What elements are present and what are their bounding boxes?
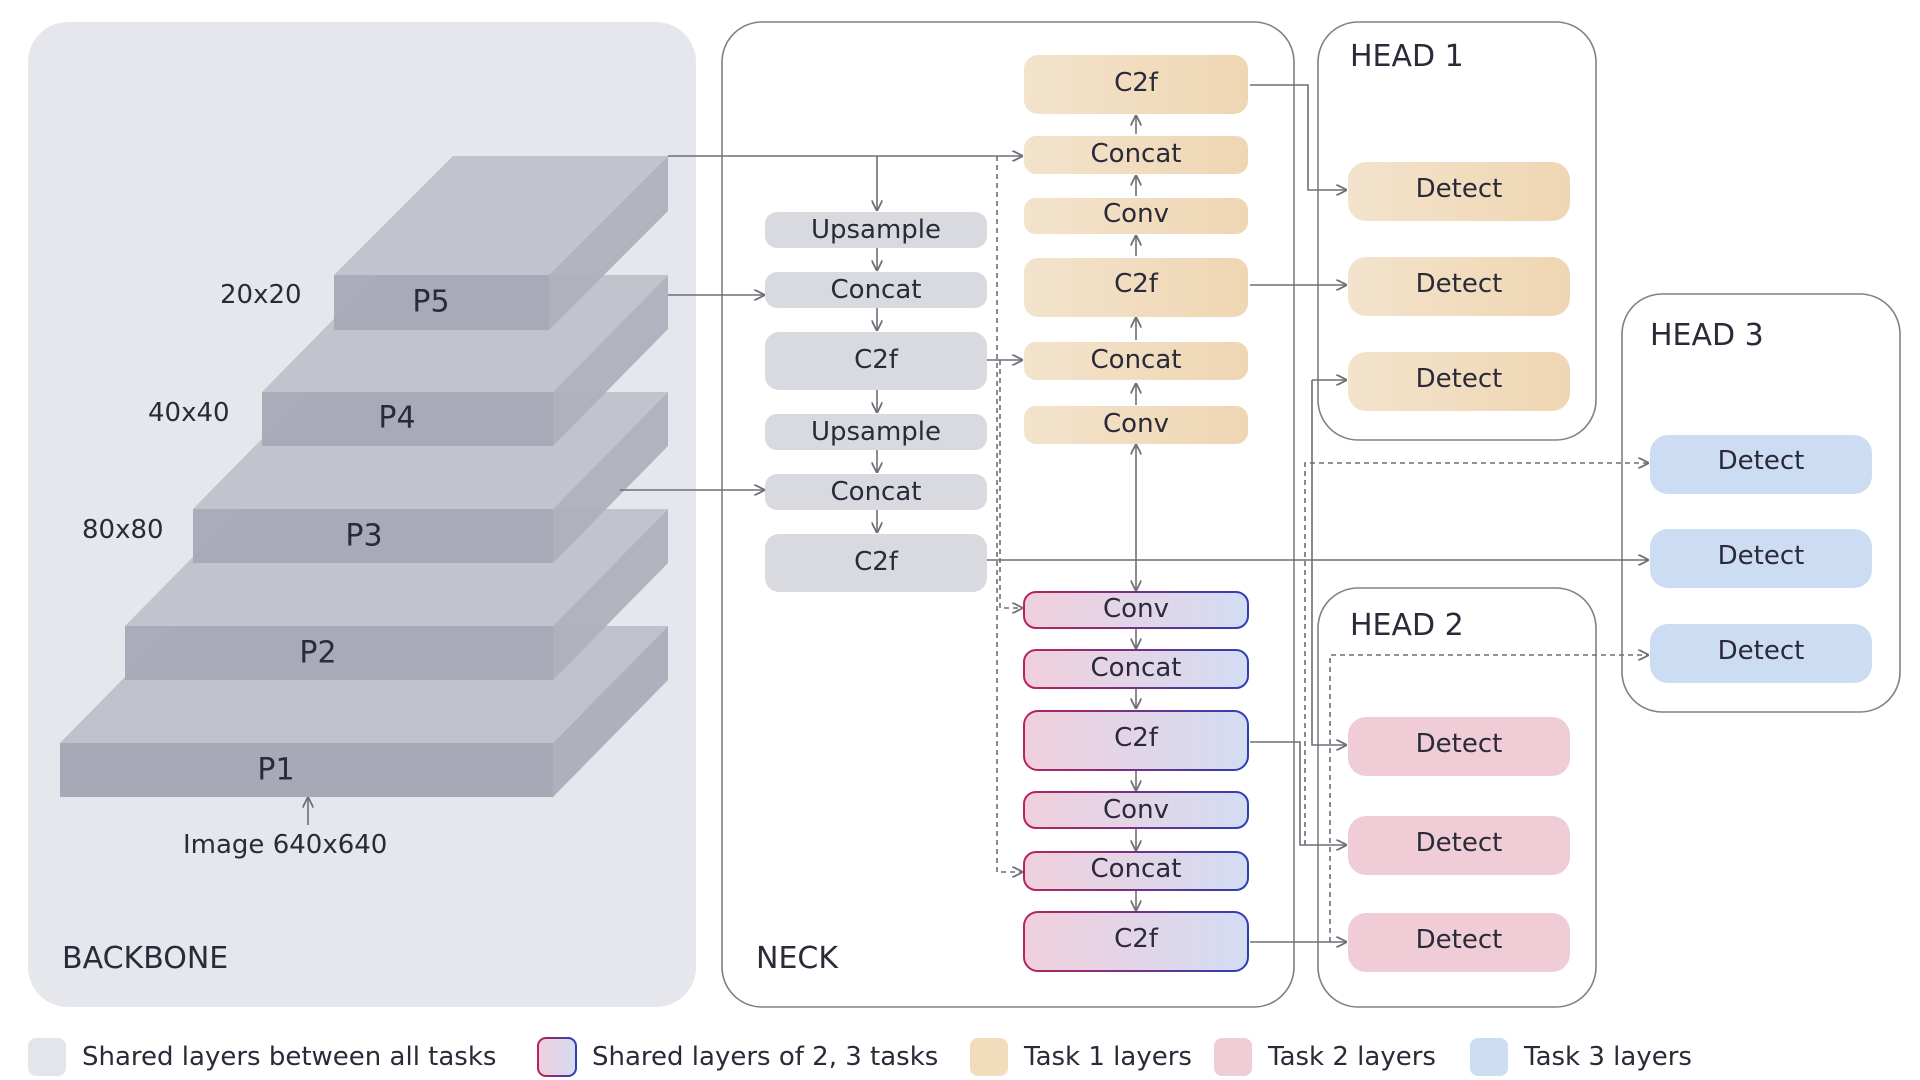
c2f-1-label: C2f — [854, 345, 899, 375]
head3-detect-3-label: Detect — [1718, 636, 1805, 666]
legend-label-task2: Task 2 layers — [1267, 1042, 1436, 1072]
task23-c2f-1-label: C2f — [1114, 723, 1159, 753]
task1-conv-mid-label: Conv — [1103, 409, 1169, 439]
layer-p5: P5 — [334, 156, 668, 330]
p3-label: P3 — [345, 519, 382, 554]
head3-detect-3-box — [1650, 624, 1872, 683]
upsample-1-label: Upsample — [811, 215, 941, 245]
task1-concat-mid-box — [1024, 342, 1248, 380]
task23-concat-1-label: Concat — [1091, 653, 1182, 683]
image-input-label: Image 640x640 — [183, 830, 387, 860]
head2-detect-1-box — [1348, 717, 1570, 776]
task1-c2f-top-label: C2f — [1114, 68, 1159, 98]
head1-detect-3-box — [1348, 352, 1570, 411]
neck-task23-column: Conv Concat C2f Conv Concat C2f — [1023, 591, 1249, 972]
task1-concat-top-label: Concat — [1091, 139, 1182, 169]
c2f-2-label: C2f — [854, 547, 899, 577]
head1-detect-1-label: Detect — [1416, 174, 1503, 204]
neck-shared-column: Upsample Concat C2f Upsample Concat C2f — [765, 212, 987, 592]
upsample-2-box — [765, 414, 987, 450]
neck-task1-column: C2f Concat Conv C2f Concat Conv — [1024, 55, 1248, 444]
p5-label: P5 — [412, 285, 449, 320]
legend-swatch-task1 — [970, 1038, 1008, 1076]
head2-detect-3-label: Detect — [1416, 925, 1503, 955]
head3-panel — [1621, 293, 1901, 713]
connectors — [620, 84, 1648, 942]
concat-1-box — [765, 272, 987, 308]
head1-detect-3-label: Detect — [1416, 364, 1503, 394]
head3-detects: Detect Detect Detect — [1650, 435, 1872, 683]
task23-concat-1-box — [1023, 649, 1249, 689]
task1-conv-top-box — [1024, 198, 1248, 234]
task1-conv-top-label: Conv — [1103, 199, 1169, 229]
head2-detect-2-label: Detect — [1416, 828, 1503, 858]
task1-c2f-top-box — [1024, 55, 1248, 114]
head1-detects: Detect Detect Detect — [1348, 162, 1570, 411]
task23-conv-1-box — [1023, 591, 1249, 629]
task23-concat-2-label: Concat — [1091, 854, 1182, 884]
head3-detect-1-box — [1650, 435, 1872, 494]
head3-detect-2-label: Detect — [1718, 541, 1805, 571]
p4-label: P4 — [378, 401, 415, 436]
legend-label-task1: Task 1 layers — [1023, 1042, 1192, 1072]
legend: Shared layers between all tasks Shared l… — [28, 1037, 1692, 1077]
size-80x80: 80x80 — [82, 515, 164, 545]
task23-c2f-2-box — [1023, 911, 1249, 972]
head3-detect-2-box — [1650, 529, 1872, 588]
legend-swatch-shared — [28, 1038, 66, 1076]
task23-c2f-1-box — [1023, 710, 1249, 771]
p2-label: P2 — [299, 636, 336, 671]
head2-detect-3-box — [1348, 913, 1570, 972]
head2-detects: Detect Detect Detect — [1348, 717, 1570, 972]
concat-2-box — [765, 474, 987, 510]
head2-detect-2-box — [1348, 816, 1570, 875]
upsample-2-label: Upsample — [811, 417, 941, 447]
neck-title: NECK — [756, 941, 839, 976]
legend-label-task3: Task 3 layers — [1523, 1042, 1692, 1072]
head1-panel — [1317, 21, 1597, 441]
head3-title: HEAD 3 — [1650, 318, 1764, 353]
head2-title: HEAD 2 — [1350, 608, 1464, 643]
task1-c2f-mid-box — [1024, 258, 1248, 317]
legend-swatch-task3 — [1470, 1038, 1508, 1076]
task23-conv-2-box — [1023, 791, 1249, 829]
legend-label-shared: Shared layers between all tasks — [82, 1042, 496, 1072]
head2-panel — [1317, 587, 1597, 1008]
c2f-1-box — [765, 332, 987, 390]
size-20x20: 20x20 — [220, 280, 302, 310]
c2f-2-box — [765, 534, 987, 592]
head3-detect-1-label: Detect — [1718, 446, 1805, 476]
task1-c2f-mid-label: C2f — [1114, 269, 1159, 299]
legend-label-shared-23: Shared layers of 2, 3 tasks — [592, 1042, 938, 1072]
head1-detect-2-label: Detect — [1416, 269, 1503, 299]
head2-detect-1-label: Detect — [1416, 729, 1503, 759]
backbone-title: BACKBONE — [62, 941, 228, 976]
head1-detect-2-box — [1348, 257, 1570, 316]
size-40x40: 40x40 — [148, 398, 230, 428]
task1-concat-mid-label: Concat — [1091, 345, 1182, 375]
head1-title: HEAD 1 — [1350, 39, 1464, 74]
upsample-1-box — [765, 212, 987, 248]
p1-label: P1 — [257, 753, 294, 788]
task1-conv-mid-box — [1024, 406, 1248, 444]
legend-swatch-task2 — [1214, 1038, 1252, 1076]
concat-1-label: Concat — [831, 275, 922, 305]
task1-concat-top-box — [1024, 136, 1248, 174]
task23-conv-2-label: Conv — [1103, 795, 1169, 825]
task23-concat-2-box — [1023, 851, 1249, 891]
task23-c2f-2-label: C2f — [1114, 924, 1159, 954]
concat-2-label: Concat — [831, 477, 922, 507]
head1-detect-1-box — [1348, 162, 1570, 221]
task23-conv-1-label: Conv — [1103, 594, 1169, 624]
legend-swatch-shared-23 — [537, 1037, 577, 1077]
